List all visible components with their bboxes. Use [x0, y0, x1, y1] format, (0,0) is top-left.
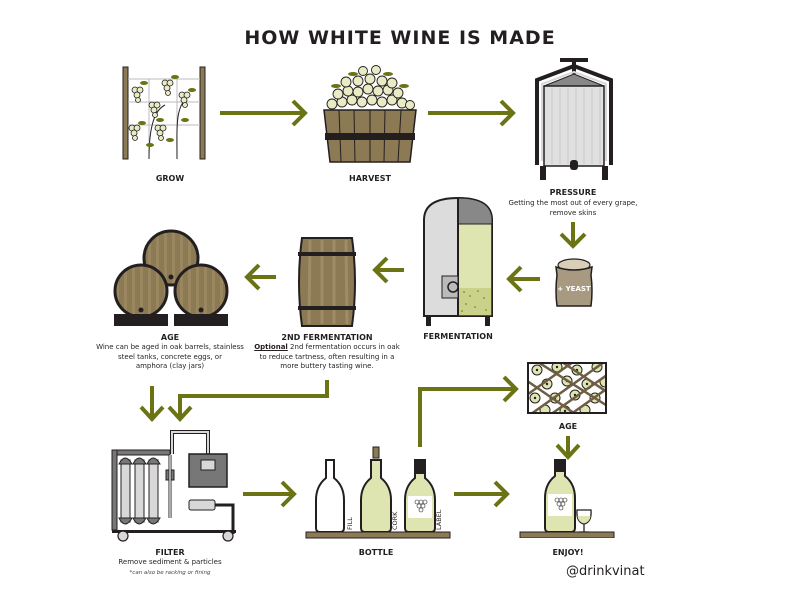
arrow-left-icon	[372, 256, 404, 284]
bottle-sub-label-fill: FILL	[346, 517, 354, 530]
step-label-second-fermentation: 2ND FERMENTATION	[281, 333, 373, 342]
step-label-filter: FILTER	[155, 548, 185, 557]
bottles-icon: FILL CORK LABEL	[305, 446, 451, 539]
arrow-elbow-icon	[418, 375, 519, 447]
oak-barrel-icon	[298, 237, 356, 327]
bottle-rack-icon	[527, 362, 607, 414]
step-label-bottle: BOTTLE	[358, 548, 394, 557]
step-label-age-bottles: AGE	[558, 422, 578, 431]
bottle-sub-label-label: LABEL	[435, 509, 443, 530]
arrow-right-icon	[243, 480, 297, 508]
stacked-barrels-icon	[113, 229, 229, 326]
arrow-down-icon	[555, 436, 581, 460]
bottle-sub-label-cork: CORK	[391, 511, 399, 530]
filter-machine-icon	[111, 430, 236, 542]
social-handle: @drinkvinat	[566, 564, 645, 579]
arrow-left-icon	[244, 263, 276, 291]
step-desc-pressure: Getting the most out of every grape, rem…	[508, 199, 638, 217]
arrow-down-icon	[139, 386, 165, 422]
grape-basket-icon	[323, 65, 417, 163]
arrow-down-icon	[559, 222, 587, 249]
step-label-fermentation: FERMENTATION	[423, 332, 493, 341]
optional-tag: Optional	[254, 343, 288, 351]
step-desc-filter: Remove sediment & particles	[118, 558, 222, 566]
step-label-harvest: HARVEST	[349, 174, 391, 183]
step-desc-age-barrels: Wine can be aged in oak barrels, stainle…	[96, 343, 244, 370]
step-label-grow: GROW	[155, 174, 185, 183]
step-desc-second-fermentation: Optional 2nd fermentation occurs in oak …	[254, 343, 400, 370]
arrow-right-icon	[454, 480, 510, 508]
step-label-pressure: PRESSURE	[549, 188, 597, 197]
fermentation-tank-icon	[423, 196, 493, 326]
arrow-right-icon	[428, 99, 516, 127]
grape-trellis-icon	[122, 66, 206, 160]
step-note-filter: *can also be racking or fining	[129, 570, 211, 576]
step-label-enjoy: ENJOY!	[552, 548, 584, 557]
step-label-age-barrels: AGE	[160, 333, 180, 342]
arrow-left-icon	[506, 265, 540, 293]
arrow-right-icon	[220, 99, 308, 127]
bottle-and-glass-icon	[519, 459, 615, 538]
wine-press-icon	[535, 58, 613, 180]
yeast-sack-icon: + YEAST	[555, 258, 593, 307]
yeast-label: + YEAST	[557, 285, 591, 293]
arrow-elbow-icon	[167, 380, 329, 422]
page-title: HOW WHITE WINE IS MADE	[244, 27, 556, 49]
